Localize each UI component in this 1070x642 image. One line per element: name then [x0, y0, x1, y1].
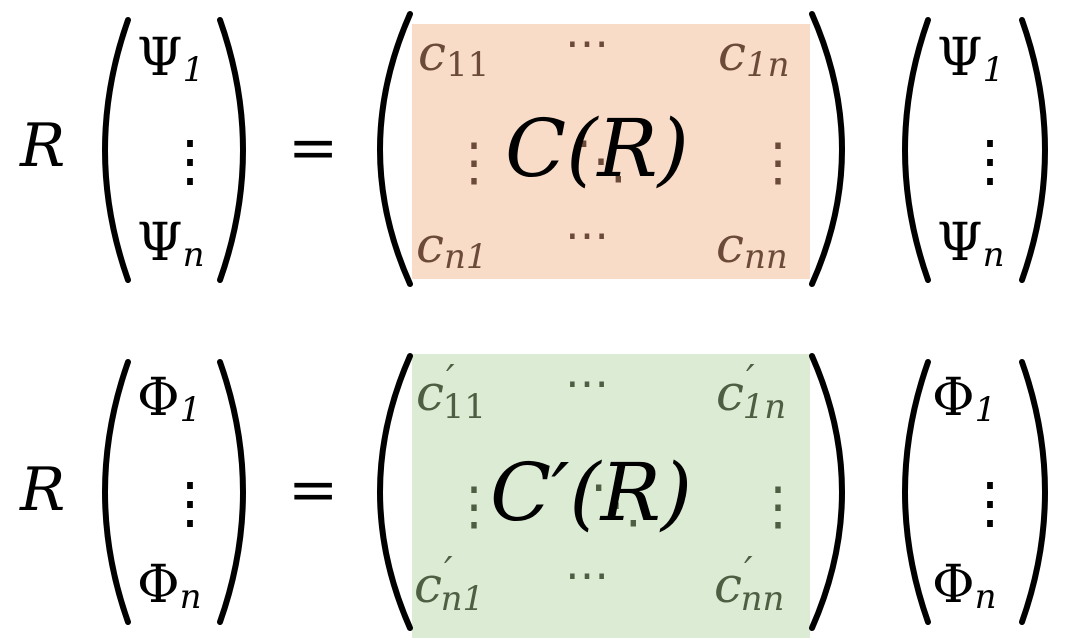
bottom-matrix-entry-cn1: c′n1 — [414, 549, 484, 619]
top-matrix-close-paren — [809, 11, 845, 287]
top-matrix-entries: c11 ⋯ c1n ⋮ ⋱ ⋮ cn1 ⋯ cnn — [416, 18, 804, 277]
bottom-right-vector-dots: ⋮ — [962, 471, 1018, 536]
bottom-equals-sign: = — [288, 455, 338, 525]
bottom-matrix-vdots-right: ⋮ — [752, 477, 804, 537]
top-matrix-entry-c11: c11 — [418, 24, 489, 85]
bottom-right-vector-close-paren — [1019, 359, 1048, 625]
bottom-left-vector-dots: ⋮ — [162, 471, 218, 536]
bottom-matrix-hdots-top: ⋯ — [565, 358, 609, 409]
bottom-left-vector-first: Φ1 — [137, 368, 201, 430]
bottom-right-vector-last: Φn — [932, 555, 997, 617]
top-matrix-vdots-right: ⋮ — [752, 133, 804, 193]
top-matrix-entry-c1n: c1n — [718, 24, 790, 85]
bottom-left-vector-close-paren — [217, 359, 246, 625]
bottom-matrix-entry-c11: c′11 — [416, 357, 486, 427]
top-left-vector-dots: ⋮ — [162, 129, 218, 194]
top-matrix-vdots-left: ⋮ — [448, 133, 500, 193]
bottom-matrix-close-paren — [809, 353, 845, 631]
top-matrix-hdots-bottom: ⋯ — [565, 210, 609, 261]
bottom-matrix-ddots: ⋱ — [590, 475, 642, 535]
bottom-matrix-entry-cnn: c′nn — [714, 549, 784, 619]
bottom-right-vector-open-paren — [902, 359, 931, 625]
top-right-vector-close-paren — [1019, 17, 1048, 283]
top-right-vector-last: Ψn — [937, 213, 1005, 275]
bottom-matrix-open-paren — [377, 353, 413, 631]
top-right-vector-open-paren — [902, 17, 931, 283]
top-left-vector-close-paren — [217, 17, 246, 283]
top-matrix-name: C(R) — [505, 102, 689, 195]
top-right-vector-dots: ⋮ — [962, 129, 1018, 194]
bottom-matrix-vdots-left: ⋮ — [448, 477, 500, 537]
bottom-equation: R Φ1 ⋮ Φn = c′11 ⋯ c′1n ⋮ ⋱ ⋮ — [19, 353, 1048, 638]
top-left-vector-first: Ψ1 — [137, 28, 204, 90]
top-left-vector-open-paren — [102, 17, 131, 283]
top-matrix-entry-cn1: cn1 — [416, 216, 488, 277]
top-matrix-highlight — [412, 24, 810, 279]
bottom-matrix-name: C′(R) — [490, 446, 692, 539]
bottom-operator: R — [19, 455, 65, 525]
bottom-matrix-highlight — [412, 354, 810, 638]
bottom-left-vector-open-paren — [102, 359, 131, 625]
top-matrix-hdots-top: ⋯ — [565, 18, 609, 69]
top-left-vector-last: Ψn — [137, 213, 205, 275]
top-matrix-ddots: ⋱ — [575, 131, 627, 191]
top-equals-sign: = — [288, 113, 338, 183]
bottom-left-vector-last: Φn — [137, 555, 202, 617]
bottom-matrix-entries: c′11 ⋯ c′1n ⋮ ⋱ ⋮ c′n1 ⋯ c′nn — [414, 357, 804, 619]
bottom-matrix-hdots-bottom: ⋯ — [565, 550, 609, 601]
top-right-vector-first: Ψ1 — [937, 28, 1004, 90]
bottom-right-vector-first: Φ1 — [932, 368, 996, 430]
top-matrix-entry-cnn: cnn — [716, 216, 788, 277]
top-matrix-open-paren — [377, 11, 413, 287]
bottom-matrix-entry-c1n: c′1n — [716, 357, 786, 427]
top-operator: R — [19, 111, 65, 181]
top-equation: R Ψ1 ⋮ Ψn = c11 ⋯ c1n ⋮ ⋱ ⋮ — [19, 11, 1048, 287]
